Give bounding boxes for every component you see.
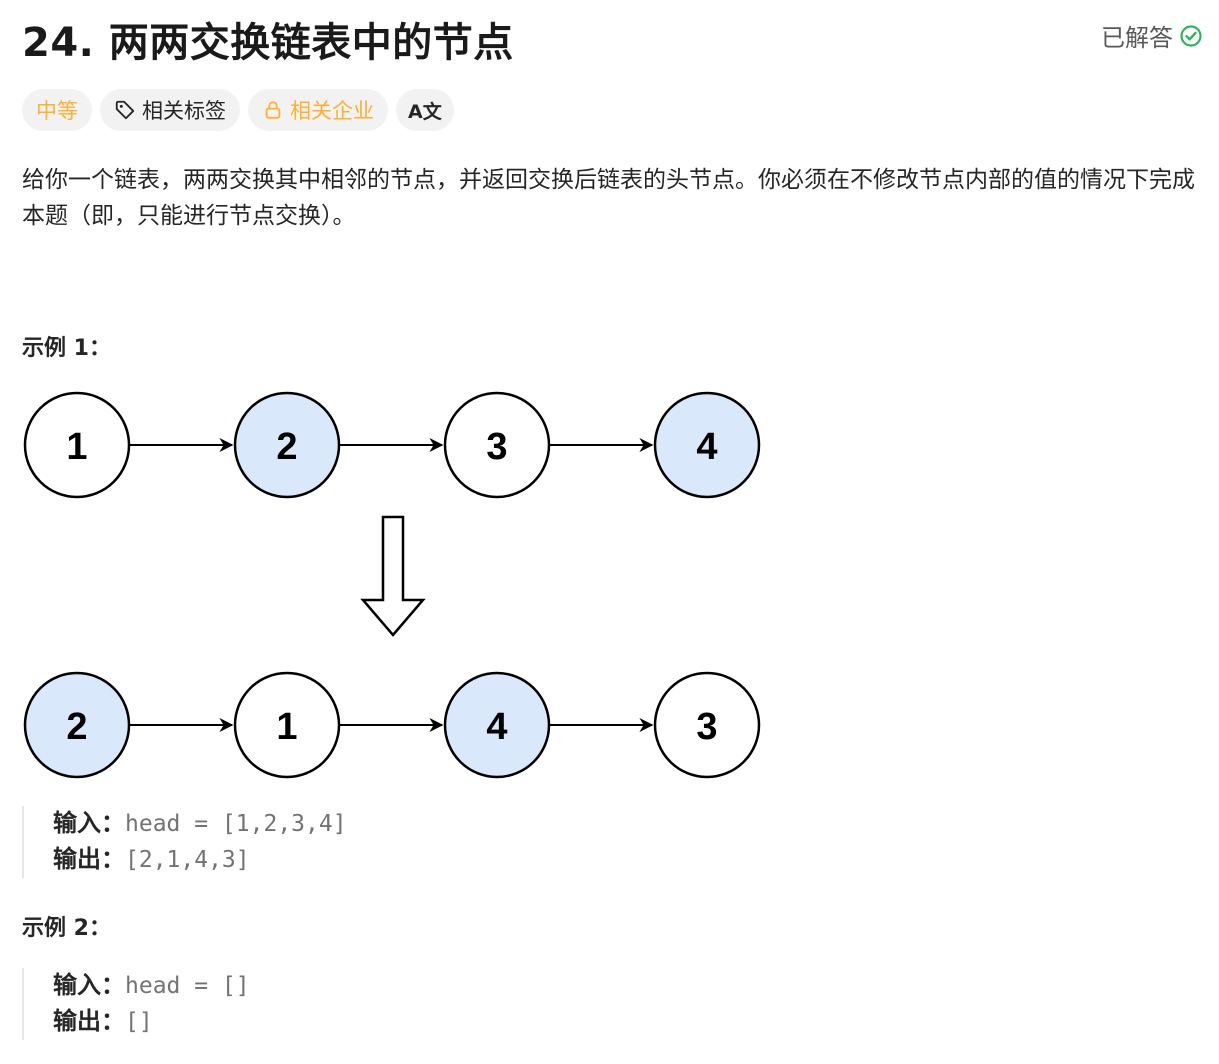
node-before-2 <box>233 391 341 499</box>
node-after-4 <box>653 671 761 779</box>
related-tags-label: 相关标签 <box>142 99 226 123</box>
node-before-label: 3 <box>486 426 507 468</box>
example-1-title: 示例 1： <box>22 336 111 361</box>
example-1-input: 输入：head = [1,2,3,4] <box>53 806 347 842</box>
example-2-io: 输入：head = [] 输出：[] <box>22 968 250 1040</box>
node-before-3 <box>443 391 551 499</box>
related-companies-label: 相关企业 <box>290 99 374 123</box>
translate-button[interactable]: A文 <box>396 89 454 131</box>
input-label: 输入： <box>53 971 125 999</box>
input-value: head = [1,2,3,4] <box>125 811 347 837</box>
node-after-label: 4 <box>486 706 507 748</box>
example-2-input: 输入：head = [] <box>53 968 250 1004</box>
solved-label: 已解答 <box>1101 24 1173 52</box>
input-value: head = [] <box>125 973 250 999</box>
output-label: 输出： <box>53 1007 125 1035</box>
difficulty-tag[interactable]: 中等 <box>22 89 92 131</box>
output-value: [] <box>125 1009 153 1035</box>
output-value: [2,1,4,3] <box>125 847 250 873</box>
input-label: 输入： <box>53 809 125 837</box>
node-before-label: 2 <box>276 426 297 468</box>
check-circle-icon <box>1180 24 1202 47</box>
example-1-output: 输出：[2,1,4,3] <box>53 842 347 878</box>
example-1-diagram: 1 2 3 4 2 1 4 3 <box>23 391 761 779</box>
node-after-2 <box>233 671 341 779</box>
transform-arrow <box>360 515 426 637</box>
node-before-label: 4 <box>696 426 717 468</box>
node-after-label: 3 <box>696 706 717 748</box>
node-before-1 <box>23 391 131 499</box>
node-before-4 <box>653 391 761 499</box>
example-2-output: 输出：[] <box>53 1004 250 1040</box>
output-label: 输出： <box>53 845 125 873</box>
example-2-title: 示例 2： <box>22 916 111 941</box>
lock-icon <box>265 101 281 119</box>
node-after-label: 2 <box>66 706 87 748</box>
example-1-io: 输入：head = [1,2,3,4] 输出：[2,1,4,3] <box>22 806 347 878</box>
related-companies-button[interactable]: 相关企业 <box>248 89 388 131</box>
node-after-3 <box>443 671 551 779</box>
translate-icon: A文 <box>408 100 442 123</box>
node-before-label: 1 <box>66 426 87 468</box>
difficulty-label: 中等 <box>36 99 78 123</box>
solved-status: 已解答 <box>1101 18 1203 53</box>
related-tags-button[interactable]: 相关标签 <box>100 89 240 131</box>
tag-bar: 中等 相关标签 相关企业 A文 <box>22 89 454 131</box>
problem-description: 给你一个链表，两两交换其中相邻的节点，并返回交换后链表的头节点。你必须在不修改节… <box>22 167 1195 229</box>
node-after-label: 1 <box>276 706 297 748</box>
problem-title: 24. 两两交换链表中的节点 <box>22 20 514 66</box>
tag-icon <box>115 100 135 120</box>
node-after-1 <box>23 671 131 779</box>
